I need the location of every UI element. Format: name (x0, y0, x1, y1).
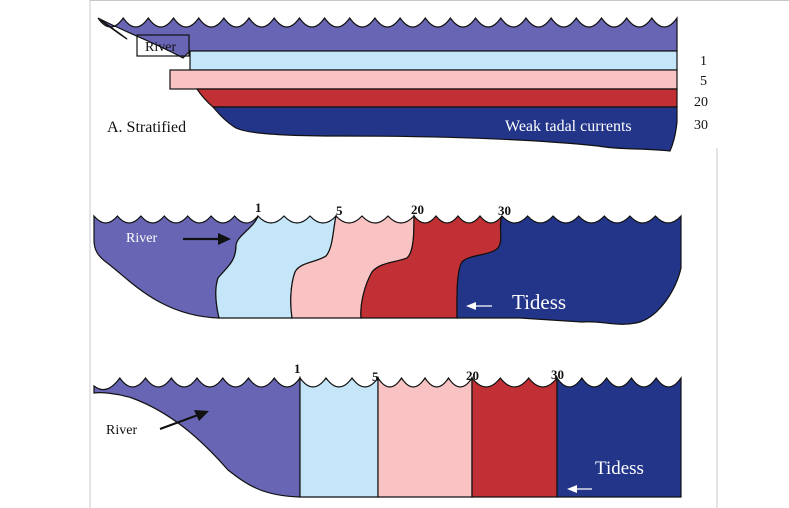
stratified-layer-1 (189, 50, 678, 71)
partial-zone-30 (456, 214, 682, 325)
river-label-box (136, 34, 190, 57)
weak-currents-label: Weak tadal currents (505, 118, 632, 135)
partial-river-label: River (126, 231, 157, 246)
isohaline-label-1: 1 (255, 200, 262, 215)
mixed-tides-label: Tidess (595, 458, 644, 479)
mixed-river-label: River (106, 423, 137, 438)
tide-arrow-icon (466, 302, 492, 310)
mixed-isohaline-label-1: 1 (294, 361, 301, 376)
partial-river-zone (93, 214, 259, 319)
mixed-river-zone (93, 376, 301, 498)
stratified-river-layer (97, 16, 678, 59)
stratified-layer-5 (169, 69, 678, 90)
mixed-zone-30 (556, 376, 682, 498)
mixed-zone-1 (299, 376, 379, 498)
panel-well-mixed: River Tidess 1 5 20 30 (93, 361, 682, 498)
layer-label-30: 30 (694, 118, 708, 133)
river-arrow-icon (159, 410, 209, 431)
layer-label-5: 5 (700, 74, 707, 89)
mixed-isohaline-label-5: 5 (372, 369, 379, 384)
mixed-isohaline-label-20: 20 (466, 368, 479, 383)
isohaline-label-5: 5 (336, 203, 343, 218)
stratified-layer-30 (211, 106, 678, 152)
mixed-isohaline-label-30: 30 (551, 367, 564, 382)
river-arrow-icon (183, 233, 231, 245)
panel-stratified: River A. Stratified Weak tadal currents … (97, 16, 708, 152)
mixed-zone-5 (377, 375, 473, 498)
stratified-river-label: River (145, 40, 176, 55)
layer-label-1: 1 (700, 54, 707, 69)
partial-tides-label: Tidess (512, 290, 566, 314)
isohaline-label-20: 20 (411, 202, 424, 217)
panel-partially-mixed: River Tidess 1 5 20 30 (93, 200, 682, 325)
tide-arrow-icon (567, 485, 592, 493)
isohaline-label-30: 30 (498, 203, 511, 218)
mixed-zone-20 (471, 376, 558, 498)
layer-label-20: 20 (694, 95, 708, 110)
stratified-title: A. Stratified (107, 119, 186, 136)
stratified-layer-20 (195, 88, 678, 108)
